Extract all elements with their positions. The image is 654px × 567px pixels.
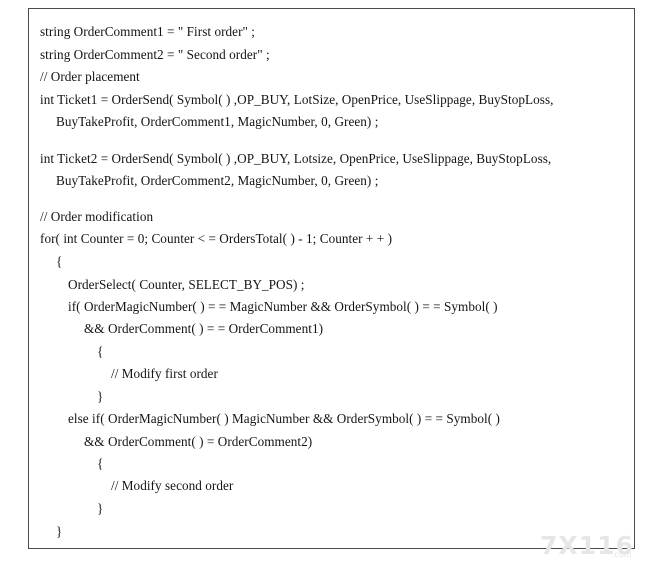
code-line-15: // Modify first order [111, 366, 218, 381]
code-line-12: if( OrderMagicNumber( ) = = MagicNumber … [68, 299, 498, 314]
code-line-13: && OrderComment( ) = = OrderComment1) [84, 321, 324, 336]
code-line-19: { [97, 456, 104, 471]
watermark-domain: .com [612, 550, 632, 559]
code-line-5: BuyTakeProfit, OrderComment1, MagicNumbe… [56, 114, 379, 129]
code-line-14: { [97, 344, 104, 359]
code-line-11: OrderSelect( Counter, SELECT_BY_POS) ; [68, 277, 305, 292]
code-line-6: int Ticket2 = OrderSend( Symbol( ) ,OP_B… [40, 151, 552, 166]
code-line-17: else if( OrderMagicNumber( ) MagicNumber… [68, 411, 500, 426]
code-line-10: { [56, 254, 63, 269]
code-line-16: } [97, 389, 104, 404]
code-line-21: } [97, 501, 104, 516]
code-listing-frame [28, 8, 635, 549]
code-line-20: // Modify second order [111, 478, 234, 493]
code-line-3: // Order placement [40, 69, 140, 84]
code-line-7: BuyTakeProfit, OrderComment2, MagicNumbe… [56, 173, 379, 188]
code-line-9: for( int Counter = 0; Counter < = Orders… [40, 231, 393, 246]
code-line-22: } [56, 524, 63, 539]
code-line-1: string OrderComment1 = " First order" ; [40, 24, 256, 39]
watermark-logo: 7X116 [540, 531, 634, 560]
code-line-8: // Order modification [40, 209, 154, 224]
code-line-18: && OrderComment( ) = OrderComment2) [84, 434, 313, 449]
code-line-2: string OrderComment2 = " Second order" ; [40, 47, 270, 62]
code-line-4: int Ticket1 = OrderSend( Symbol( ) ,OP_B… [40, 92, 554, 107]
